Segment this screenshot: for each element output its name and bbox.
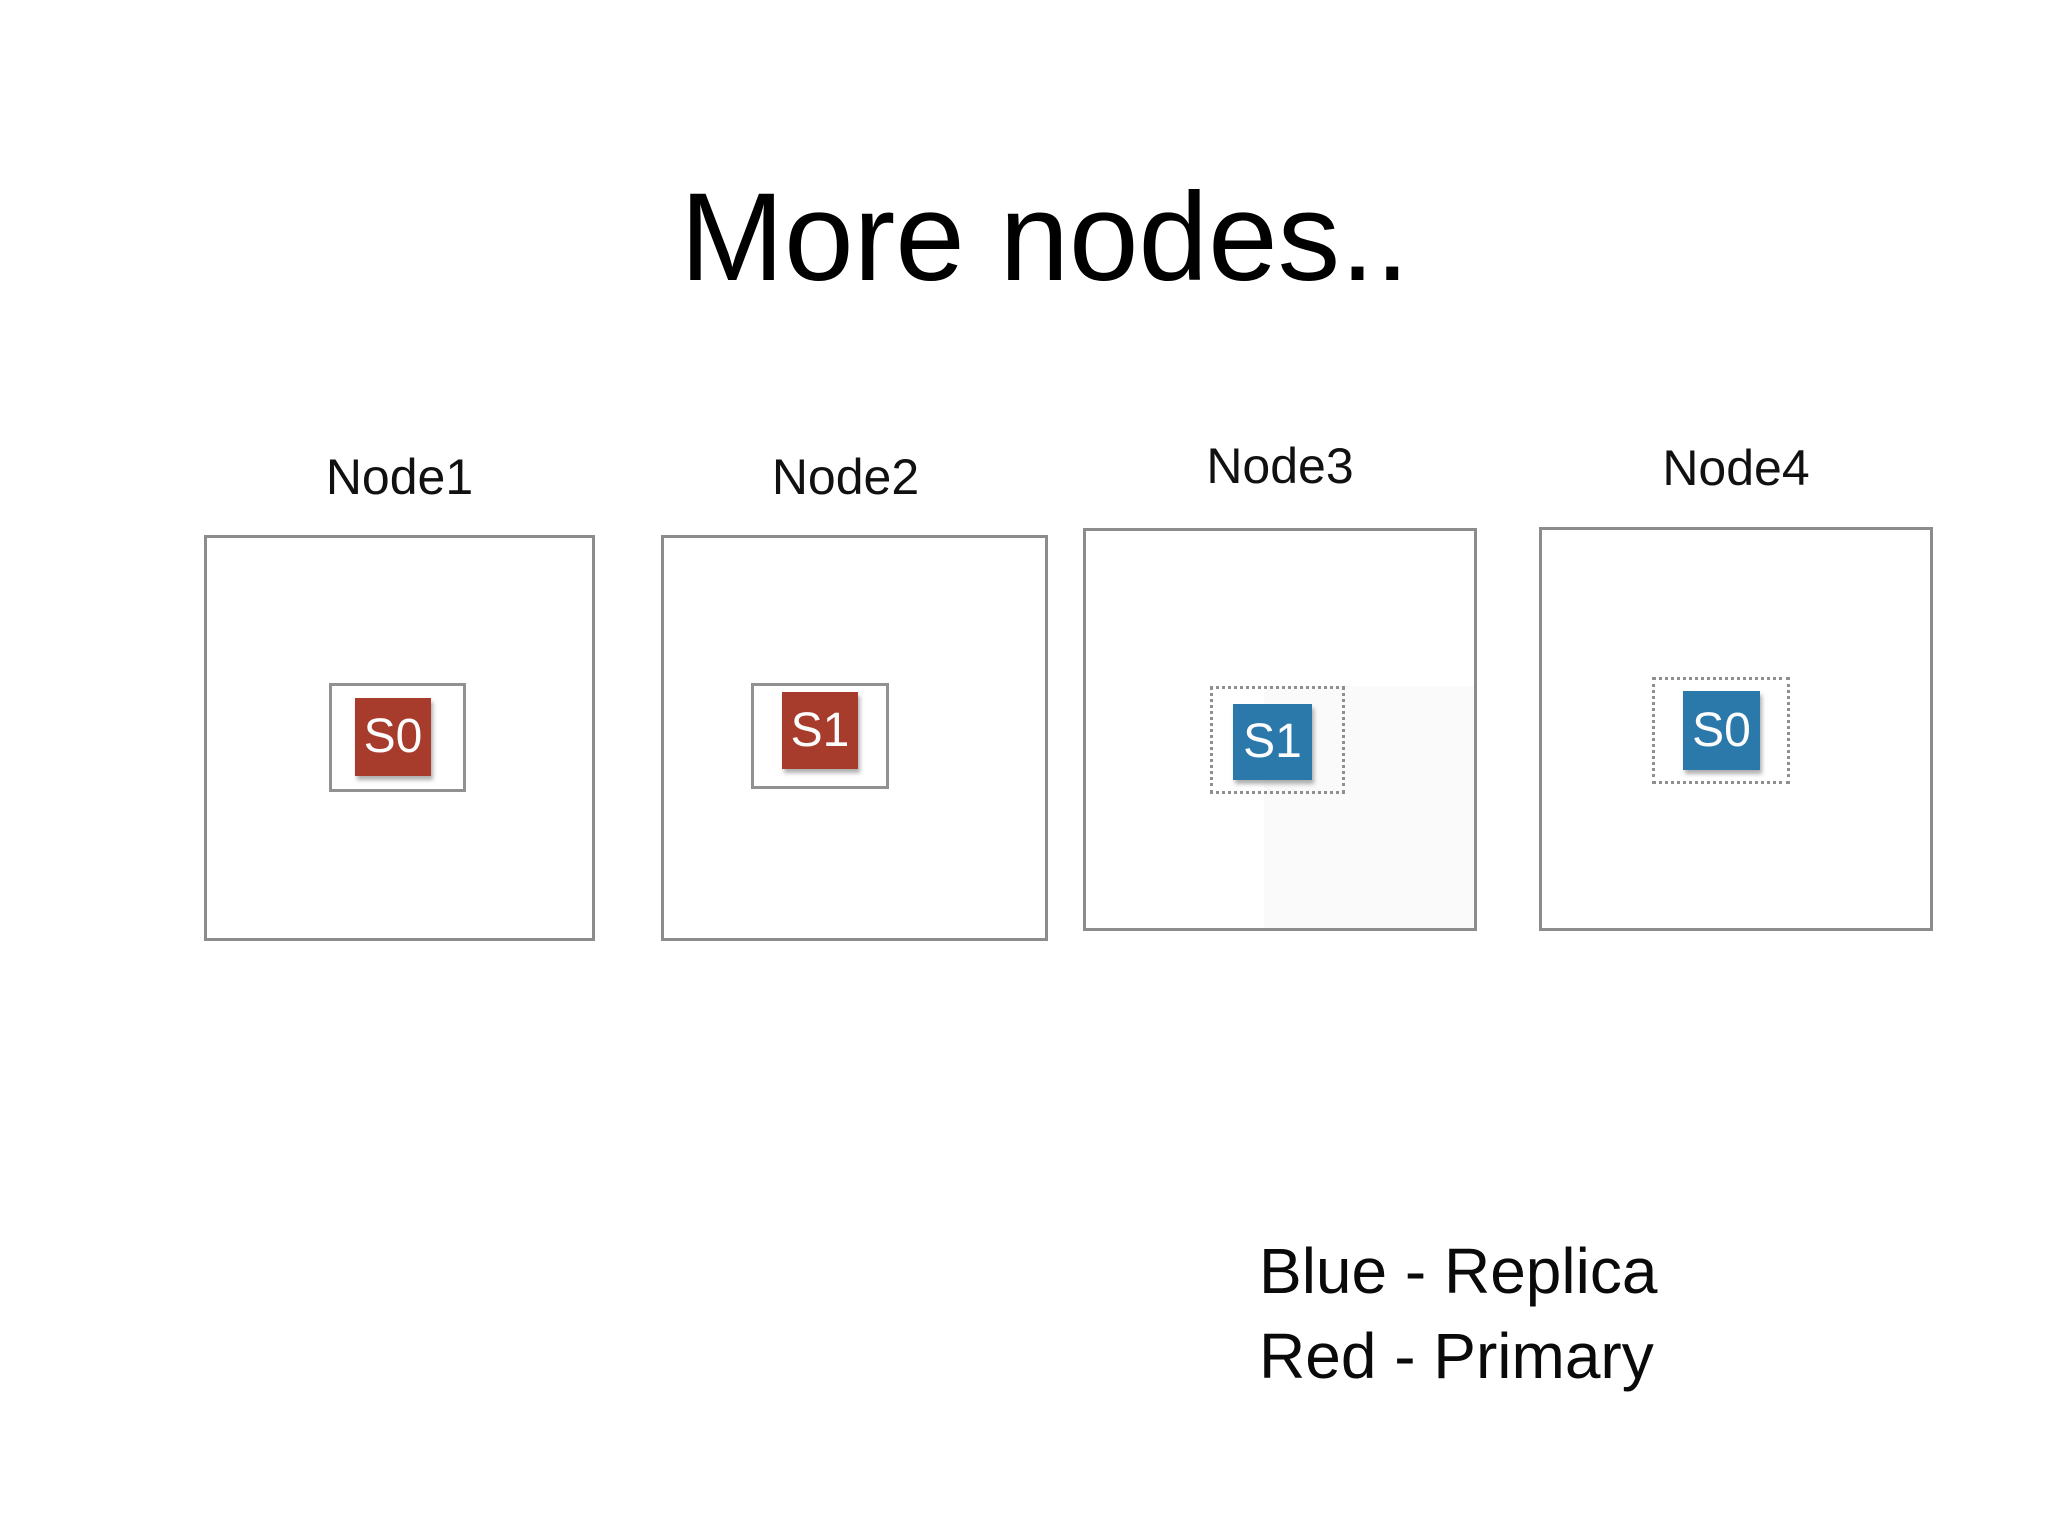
- node2-shard-s1-primary: S1: [782, 692, 858, 769]
- slide-title: More nodes..: [680, 168, 1410, 307]
- node2-label: Node2: [771, 449, 920, 505]
- node3-shard-s1-replica: S1: [1233, 704, 1312, 780]
- node1-label: Node1: [325, 449, 474, 505]
- node3-label: Node3: [1206, 438, 1354, 494]
- node1-shard-s0-primary: S0: [355, 698, 431, 776]
- legend-red-primary: Red - Primary: [1259, 1320, 1654, 1392]
- node4-shard-holder-dotted: [1652, 677, 1790, 784]
- legend-blue-replica: Blue - Replica: [1259, 1235, 1658, 1307]
- node4-shard-s0-replica: S0: [1683, 691, 1760, 770]
- node3-shard-holder-dotted: [1210, 686, 1345, 794]
- node4-label: Node4: [1662, 440, 1810, 496]
- legend: Blue - Replica Red - Primary: [1259, 1229, 1657, 1399]
